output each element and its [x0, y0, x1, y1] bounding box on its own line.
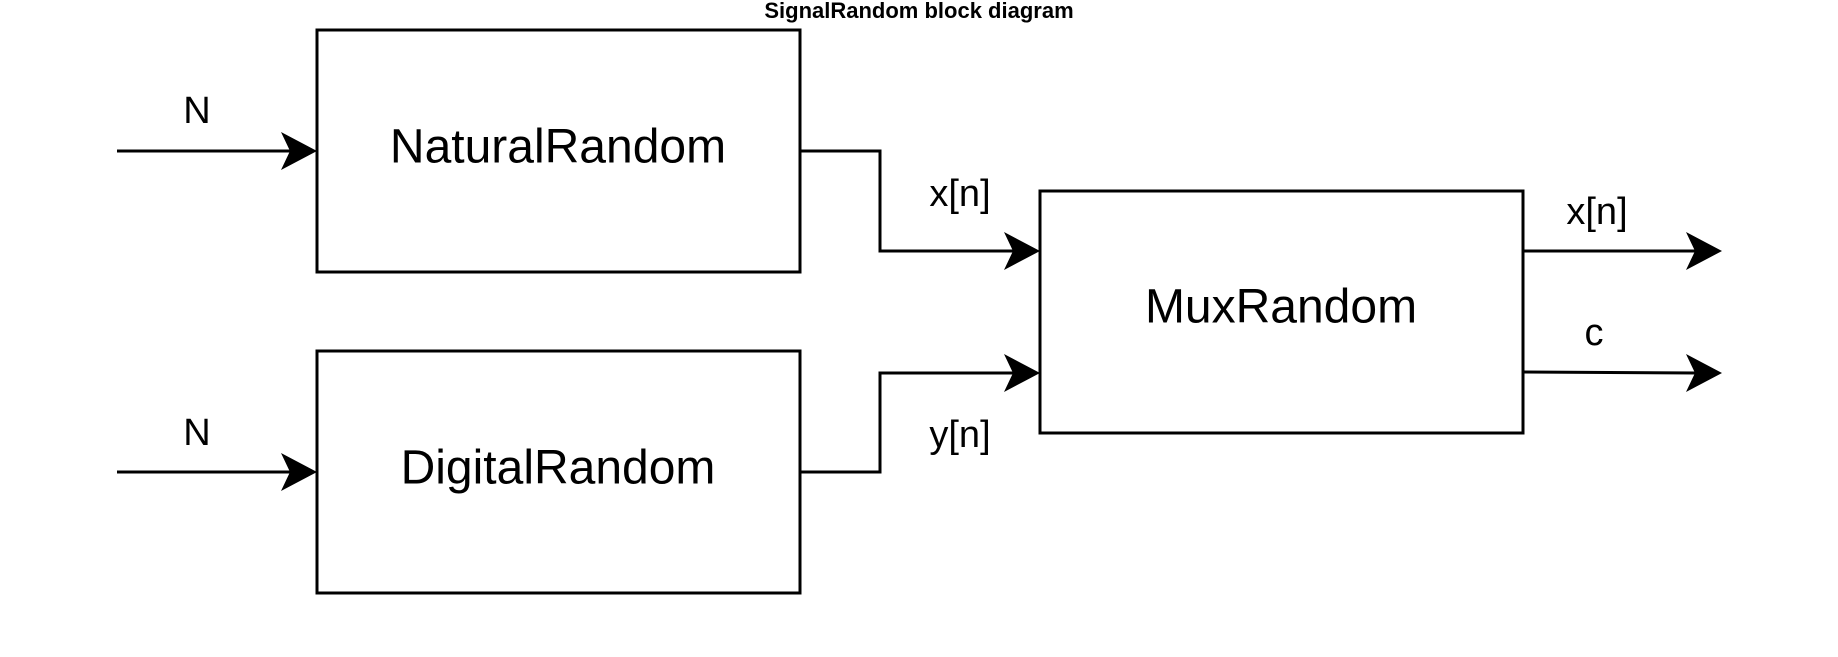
mux-random-block: MuxRandom [1038, 189, 1525, 435]
natural-to-mux-connector [800, 149, 1040, 270]
mux-output-c-label: c [1585, 312, 1604, 354]
digital-random-block: DigitalRandom [315, 349, 802, 595]
mux-output-c-arrow [1522, 354, 1722, 392]
natural-input-label: N [183, 90, 210, 132]
digital-input-label: N [183, 412, 210, 454]
mux-output-x-label: x[n] [1566, 191, 1627, 233]
diagram-title: SignalRandom block diagram [764, 0, 1073, 23]
digital-input-arrow [117, 453, 317, 491]
natural-random-block: NaturalRandom [315, 28, 802, 274]
natural-random-label: NaturalRandom [390, 121, 726, 174]
natural-input-arrow [117, 132, 317, 170]
mux-output-x-arrow [1523, 232, 1722, 270]
natural-output-label: x[n] [929, 173, 990, 215]
digital-output-label: y[n] [929, 414, 990, 456]
digital-to-mux-connector [800, 354, 1040, 474]
digital-random-label: DigitalRandom [401, 442, 716, 495]
mux-random-label: MuxRandom [1145, 281, 1417, 334]
